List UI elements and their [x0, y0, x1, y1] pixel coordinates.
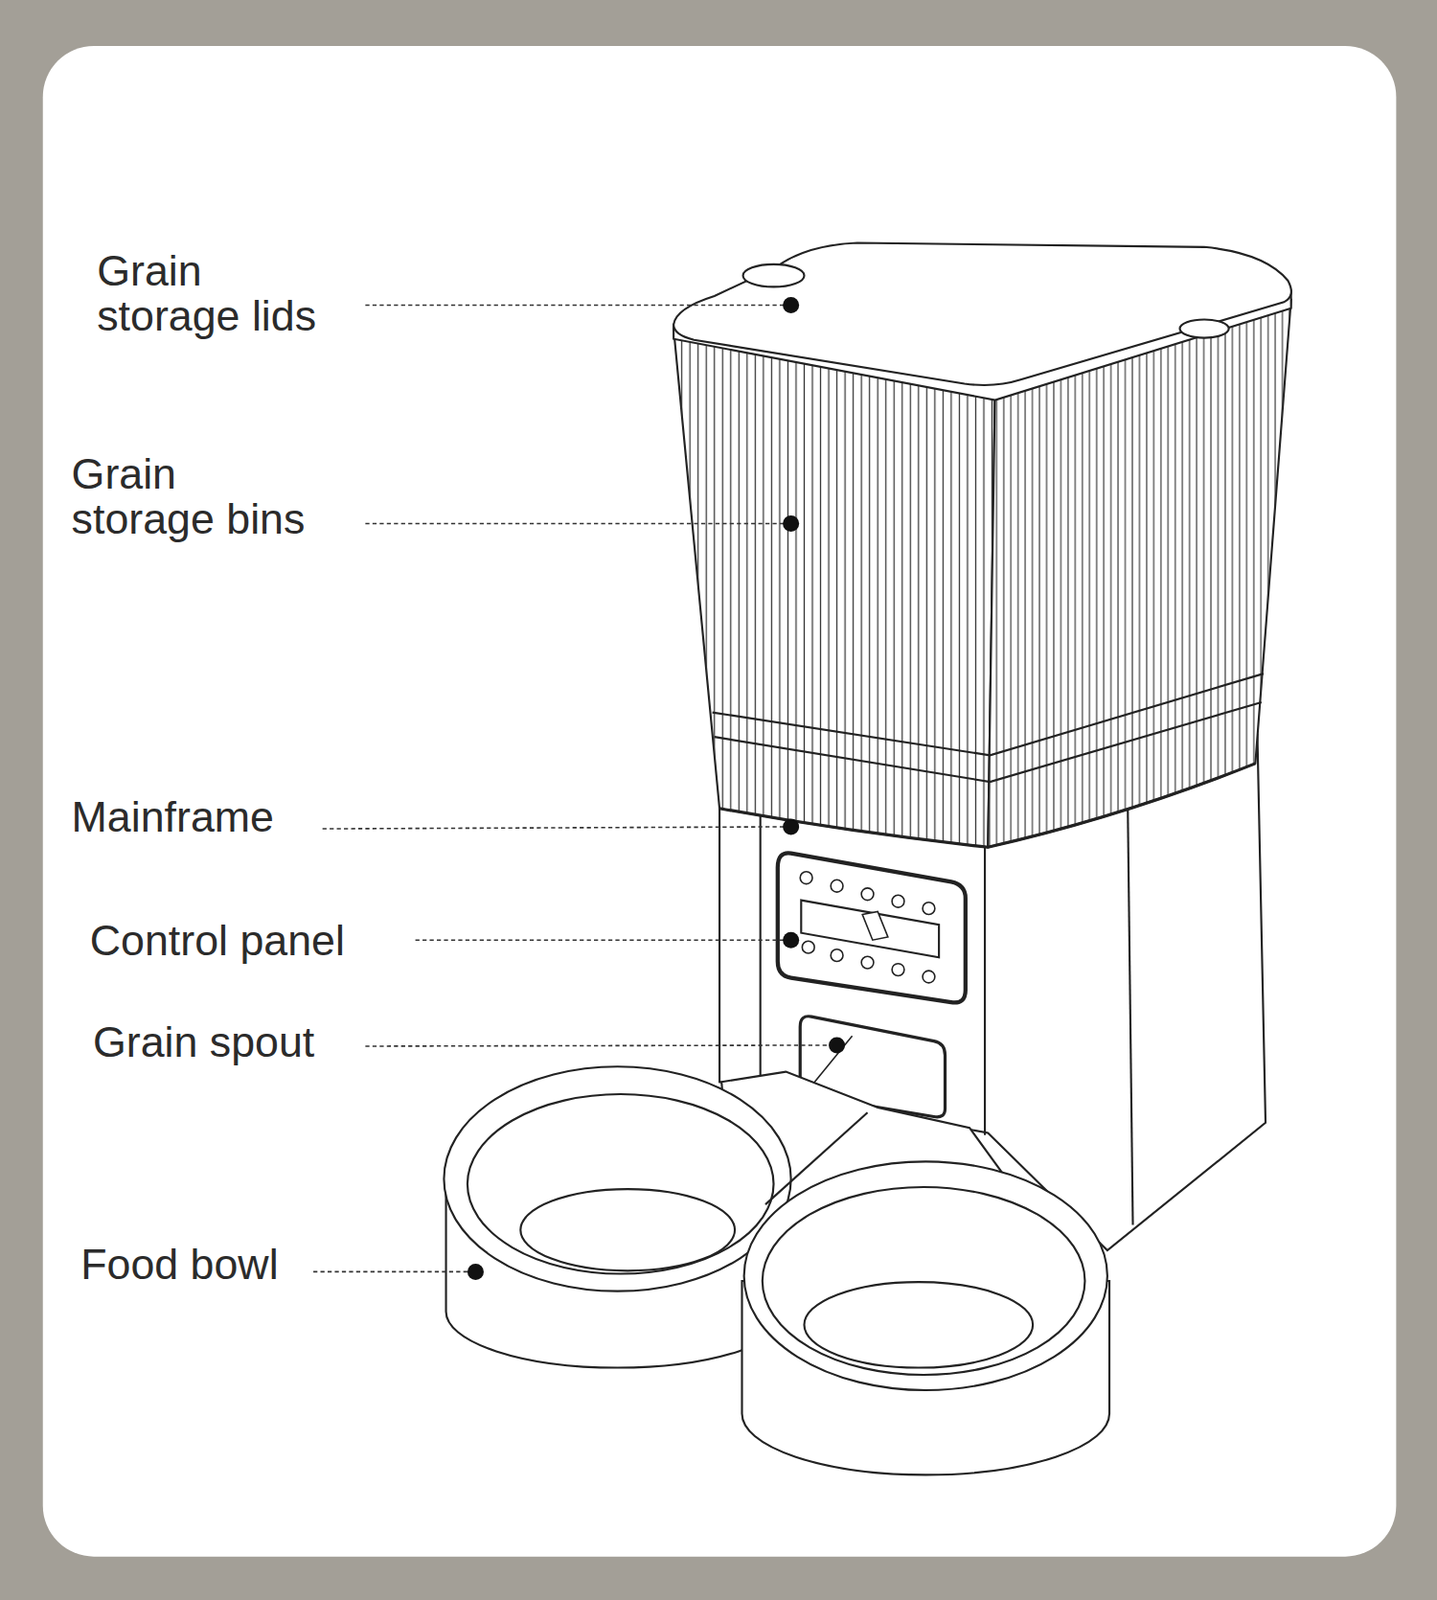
bin-base	[719, 763, 1255, 847]
leader-dot	[782, 296, 799, 314]
panel-button	[922, 970, 936, 983]
food-bowl	[443, 1066, 1110, 1475]
leader-dot	[782, 932, 799, 949]
bin-ribs	[673, 328, 996, 847]
bin-face	[673, 328, 996, 847]
leader-dot	[782, 818, 799, 835]
bowl-rim	[443, 1066, 791, 1291]
panel-display	[862, 911, 889, 940]
leader-line	[364, 523, 791, 525]
bin-band	[714, 702, 1262, 782]
mainframe-edge	[1127, 806, 1133, 1226]
panel-buttons	[799, 871, 936, 983]
panel-button	[891, 963, 905, 977]
part-label: Mainframe	[71, 795, 379, 841]
leader-dots	[467, 296, 845, 1280]
panel-button	[891, 894, 905, 908]
leader-line	[313, 1271, 476, 1274]
lid-tab	[1180, 319, 1230, 338]
panel-button	[861, 956, 874, 969]
bowl-inner	[762, 1186, 1086, 1375]
panel-button	[922, 902, 936, 915]
part-label: Control panel	[90, 918, 417, 964]
bin-band	[712, 673, 1264, 755]
leader-dot	[828, 1036, 845, 1053]
leader-lines	[313, 305, 838, 1273]
leader-line	[415, 938, 792, 941]
leader-line	[364, 304, 791, 307]
lid-tab	[743, 264, 805, 287]
leader-dot	[467, 1263, 484, 1280]
bowl-divider	[765, 1112, 868, 1205]
bowl-rim	[744, 1161, 1108, 1391]
bowl-bottom	[520, 1188, 735, 1271]
bowl-bottom	[803, 1281, 1033, 1368]
mainframe-edge	[759, 796, 762, 1108]
part-label: Grain spout	[92, 1019, 400, 1065]
leader-line	[322, 826, 792, 829]
panel-button	[830, 949, 844, 962]
panel-frame	[777, 852, 966, 1003]
control-panel	[777, 852, 966, 1003]
mainframe-edge	[983, 837, 986, 1136]
leader-line	[364, 1045, 837, 1047]
panel-button	[801, 940, 815, 954]
part-label: Grain storage lids	[96, 249, 343, 340]
part-label: Grain storage bins	[71, 452, 318, 543]
panel-button	[861, 888, 874, 901]
panel-button	[830, 879, 844, 892]
leader-dot	[782, 515, 799, 532]
panel-button	[799, 871, 813, 885]
part-label: Food bowl	[80, 1242, 388, 1288]
card-background	[43, 45, 1397, 1557]
lid-top	[673, 243, 1292, 386]
panel-display	[800, 900, 939, 958]
storage-lid	[673, 243, 1292, 401]
bowl-inner	[467, 1094, 775, 1274]
